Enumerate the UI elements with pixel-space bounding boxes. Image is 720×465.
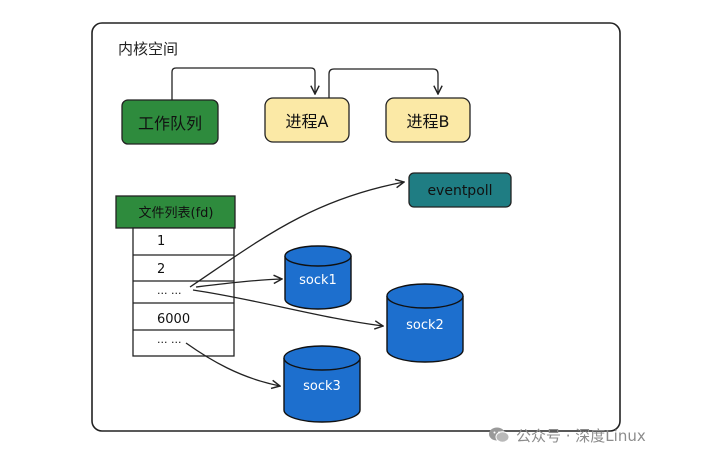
fd-row-ellipsis: ... ... [157,284,181,297]
work-queue-to-process-a-arrow [171,67,315,101]
process-a-to-process-b-arrow [328,68,438,98]
process-a-label: 进程A [286,112,329,131]
kernel-space-label: 内核空间 [118,40,178,58]
fd-row-1: 1 [157,234,165,249]
work-queue-label: 工作队列 [138,114,202,133]
sock3-cylinder: sock3 [283,345,361,423]
process-b-box [385,97,471,143]
watermark-text: 公众号 · 深度Linux [516,426,646,445]
wechat-icon [489,427,510,443]
kernel-space-frame [91,22,621,432]
fd-table-header-label: 文件列表(fd) [139,206,214,221]
fd-row-ellipsis: ... ... [157,333,181,346]
fd-to-sock3-arrow [185,342,280,386]
fd-to-sock1-arrow [195,279,282,288]
fd-to-sock2-arrow [192,289,383,326]
fd-row-6000: 6000 [157,312,190,327]
watermark: 公众号 · 深度Linux [488,423,646,447]
process-a-box [264,97,350,143]
fd-to-eventpoll-arrow [189,182,404,288]
process-b-label: 进程B [407,112,450,131]
sock2-label: sock2 [406,318,444,333]
sock2-cylinder: sock2 [386,283,464,363]
sock1-cylinder: sock1 [284,245,352,310]
fd-table-body [132,227,235,357]
eventpoll-label: eventpoll [427,183,492,199]
sock3-label: sock3 [303,379,341,394]
eventpoll-box [408,172,512,208]
fd-row-2: 2 [157,262,165,277]
sock1-label: sock1 [299,273,337,288]
work-queue-box [121,99,219,145]
